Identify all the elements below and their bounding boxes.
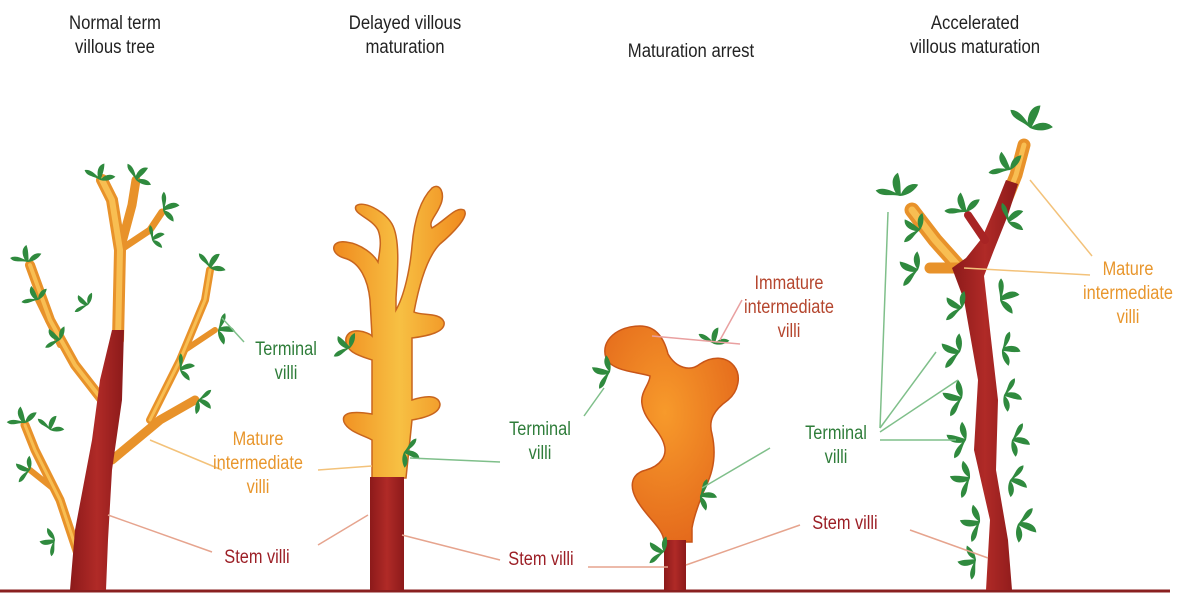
label-line: intermediate (1075, 282, 1182, 306)
label-line: Stem villi (798, 512, 893, 536)
delayed-villous-tree (240, 186, 500, 590)
arrest-stem (664, 540, 686, 590)
normal-villous-tree (3, 158, 244, 590)
accelerated-stem-villi-label: Stem villi (798, 512, 893, 536)
normal-stem-villi-label: Stem villi (210, 546, 305, 570)
delayed-immature-body (334, 186, 465, 478)
label-line: Terminal (793, 422, 879, 446)
label-line: Mature (205, 428, 312, 452)
label-line: Mature (1075, 258, 1182, 282)
title-normal-line1: Normal term (49, 12, 181, 36)
label-line: villi (1075, 306, 1182, 330)
title-arrest-line1: Maturation arrest (607, 40, 774, 64)
title-delayed: Delayed villous maturation (330, 12, 480, 60)
label-line: villi (733, 320, 845, 344)
title-delayed-line2: maturation (330, 36, 480, 60)
label-line: Terminal (243, 338, 329, 362)
title-delayed-line1: Delayed villous (330, 12, 480, 36)
title-normal-line2: villous tree (49, 36, 181, 60)
normal-mature-villi-label: Mature intermediate villi (205, 428, 312, 500)
label-line: Terminal (497, 418, 583, 442)
label-line: villi (793, 446, 879, 470)
label-line: Stem villi (210, 546, 305, 570)
delayed-stem (370, 477, 404, 590)
delayed-stem-villi-label: Stem villi (494, 548, 589, 572)
title-accelerated-line1: Accelerated (891, 12, 1058, 36)
title-arrest: Maturation arrest (607, 40, 774, 64)
label-line: villi (497, 442, 583, 466)
title-accelerated-line2: villous maturation (891, 36, 1058, 60)
accelerated-terminal-villi-label: Terminal villi (793, 422, 879, 470)
normal-terminal-villi-label: Terminal villi (243, 338, 329, 386)
label-line: villi (243, 362, 329, 386)
label-line: intermediate (205, 452, 312, 476)
arrest-immature-villi-label: Immature intermediate villi (733, 272, 845, 344)
arrest-immature-body (605, 326, 738, 542)
accelerated-villous-tree (873, 100, 1092, 590)
accelerated-mature-villi-label: Mature intermediate villi (1075, 258, 1182, 330)
title-accelerated: Accelerated villous maturation (891, 12, 1058, 60)
label-line: Stem villi (494, 548, 589, 572)
label-line: villi (205, 476, 312, 500)
title-normal: Normal term villous tree (49, 12, 181, 60)
label-line: Immature (733, 272, 845, 296)
label-line: intermediate (733, 296, 845, 320)
delayed-terminal-villi-label: Terminal villi (497, 418, 583, 466)
